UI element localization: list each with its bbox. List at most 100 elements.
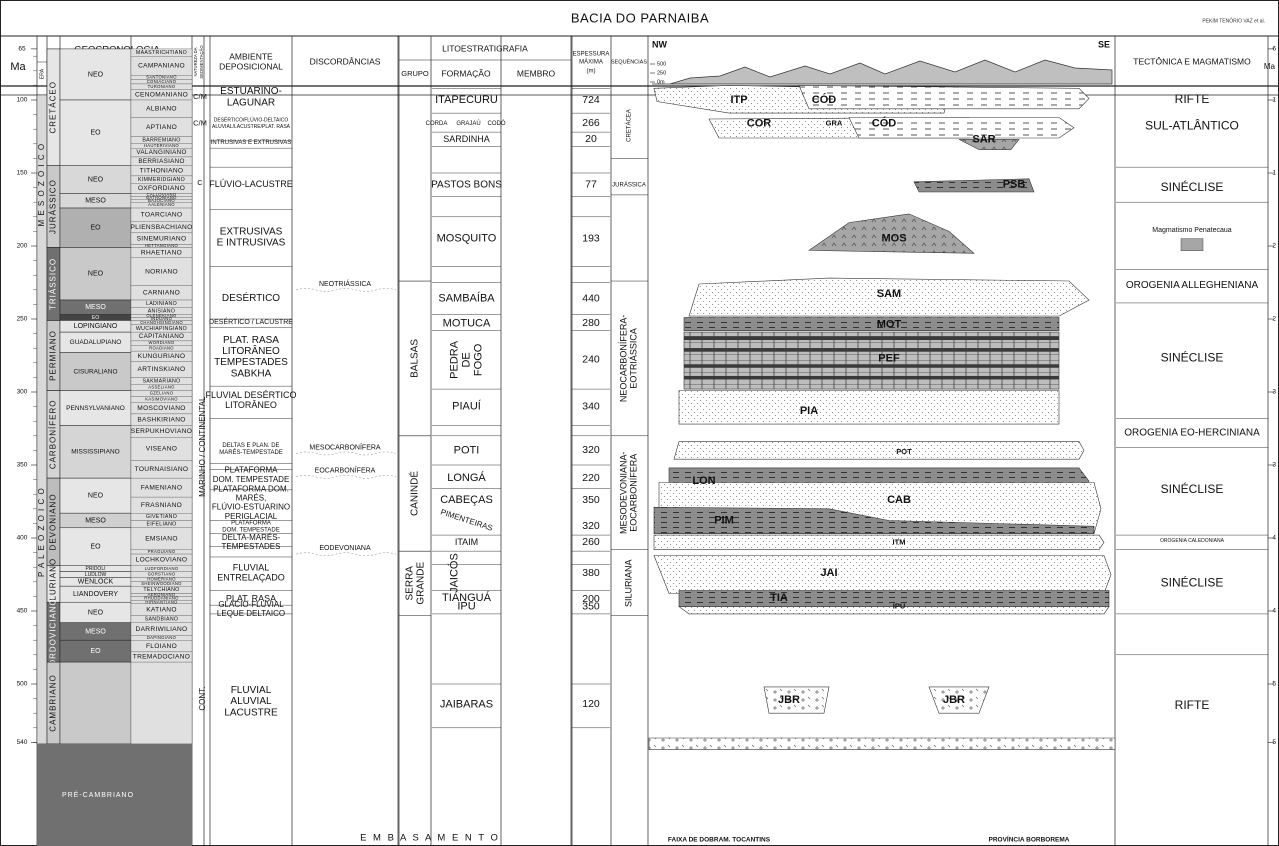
section-stripe (684, 364, 1059, 368)
membro-header: MEMBRO (517, 68, 556, 78)
section-body-label: JBR (943, 694, 965, 706)
formacao-label: CABEÇAS (440, 494, 493, 506)
age-label: HAUTERIVIANO (144, 143, 179, 148)
age-label: CENOMANIANO (135, 92, 188, 99)
ma-tick-label-right: 5 (1272, 681, 1276, 688)
epoch-cell (59, 352, 132, 391)
formacao-label: LONGÁ (447, 471, 486, 484)
formacao-label: SAMBAÍBA (438, 291, 495, 304)
ambiente-label: PERIGLACIAL (225, 512, 278, 521)
epoch-cell (59, 527, 132, 566)
age-label: SINEMURIANO (137, 235, 187, 242)
ma-tick-label-right: 6 (1272, 46, 1276, 53)
formacao-label: CORDA (426, 121, 448, 127)
espessura-header-2: MÁXIMA (579, 59, 603, 66)
epoch-label: LIANDOVERY (73, 591, 118, 598)
age-label: EMSIANO (145, 535, 178, 542)
espessura-value: 340 (582, 400, 600, 412)
tectonica-label: RIFTE (1175, 698, 1210, 712)
section-body-label: PIM (714, 514, 734, 526)
espessura-value: 260 (582, 536, 600, 548)
ambiente-label: DOM. TEMPESTADE (222, 527, 279, 533)
age-label: DARRIWILIANO (136, 626, 188, 633)
age-label: MOSCOVIANO (137, 405, 185, 412)
age-label: WUCHIAPINGIANO (136, 326, 187, 332)
epoch-label: MISSISSIPIANO (71, 449, 119, 456)
epoch-label: NEO (88, 493, 104, 500)
formacao-label: TIANGUÁ (442, 591, 492, 604)
section-body (673, 441, 1085, 460)
section-body (653, 555, 1112, 594)
section-body-label: ITP (730, 94, 747, 106)
epoch-label: MESO (85, 628, 106, 635)
formacao-label: PASTOS BONS (431, 179, 502, 190)
formacao-label: CODÓ (488, 120, 506, 127)
epoch-cell (59, 425, 132, 479)
sequencia-label: CRETÁCEA (626, 109, 633, 142)
age-label: FRASNIANO (141, 502, 182, 509)
ma-axis-label-right: Ma (1264, 62, 1276, 71)
period-label: ORDOVICIANO (49, 598, 58, 666)
section-body-label: JBR (778, 694, 800, 706)
age-label: KUNGURIANO (138, 353, 186, 360)
magmatism-swatch (1180, 238, 1204, 251)
epoch-label: EO (90, 648, 101, 655)
age-label: KASIMOVIANO (145, 396, 178, 401)
ma-tick-label: 540 (17, 739, 28, 746)
discordancia-label: MESOCARBONÍFERA (309, 442, 381, 451)
espessura-header-3: (m) (587, 69, 596, 75)
age-label: KIMMERIDGIANO (138, 177, 185, 183)
ambiente-label: DESÉRTICO (222, 291, 280, 304)
age-label: TITHONIANO (140, 168, 184, 175)
age-label: CALLOVIANO (147, 192, 177, 197)
epoch-label: NEO (88, 176, 104, 183)
ambiente-label: PLATAFORMA (224, 466, 278, 475)
age-label: TREMADOCIANO (133, 654, 190, 661)
section-body-label: ITM (893, 537, 906, 546)
section-body (688, 277, 1090, 317)
period-label: CAMBRIANO (49, 674, 58, 731)
embasamento-label: E M B A S A M E N T O (360, 833, 500, 844)
basement-label: FAIXA DE DOBRAM. TOCANTINS (668, 837, 771, 844)
natureza-label: C/M (193, 92, 207, 101)
section-body (683, 331, 1060, 390)
section-body-label: IPU (893, 602, 906, 611)
ambiente-label: DELTA-MARÉS- (222, 533, 281, 542)
age-label: LOCHKOVIANO (136, 557, 188, 564)
section-body (683, 317, 1060, 331)
age-label: CONIACIANO (147, 79, 177, 84)
ma-tick-label: 300 (17, 389, 28, 396)
section-body (958, 139, 1020, 150)
ambiente-label: TEMPESTADES (222, 542, 281, 551)
ma-tick-label-right: 2 (1272, 243, 1276, 250)
age-label: BASHKIRIANO (137, 416, 185, 423)
age-label: SHEINWOODIANO (141, 581, 182, 586)
ambiente-label: FLÚVIO-LACUSTRE (209, 179, 293, 189)
sequencia-label: NEOCARBONÍFERA- (618, 315, 628, 403)
ambiente-label: LACUSTRE (224, 707, 278, 718)
age-label: AERONIANO (148, 592, 176, 597)
ambiente-label: DELTAS E PLAN. DE (222, 443, 279, 449)
grupo-header: GRUPO (401, 69, 429, 78)
ma-tick-label-right: 4 (1272, 535, 1276, 542)
age-label: EIFELIANO (146, 522, 176, 528)
formacao-label: PEDRA (448, 340, 460, 379)
epoch-cell (59, 247, 132, 301)
ma-tick-label: 400 (17, 535, 28, 542)
discordancia-label: EODEVONIANA (319, 545, 371, 552)
ma-tick-label-right: 5 (1272, 739, 1276, 746)
espessura-value: 320 (582, 520, 600, 532)
age-label: TOURNAISIANO (135, 466, 189, 473)
section-stripe (684, 348, 1059, 352)
age-label: SANTONIANO (146, 74, 177, 79)
ambiente-label: PLATAFORMA DOM. (213, 484, 289, 493)
ambiente-label: INTRUSIVAS E EXTRUSIVAS (211, 140, 291, 146)
period-label: TRIÁSSICO (49, 258, 58, 310)
age-label: AALENIANO (148, 202, 175, 207)
section-body (678, 606, 1110, 615)
age-label: RHUDDANIANO (144, 596, 179, 601)
age-label: ANISIANO (148, 308, 176, 314)
espessura-value: 200 (582, 593, 600, 605)
ma-axis-label: Ma (10, 61, 26, 73)
epoch-label: MESO (85, 517, 106, 524)
